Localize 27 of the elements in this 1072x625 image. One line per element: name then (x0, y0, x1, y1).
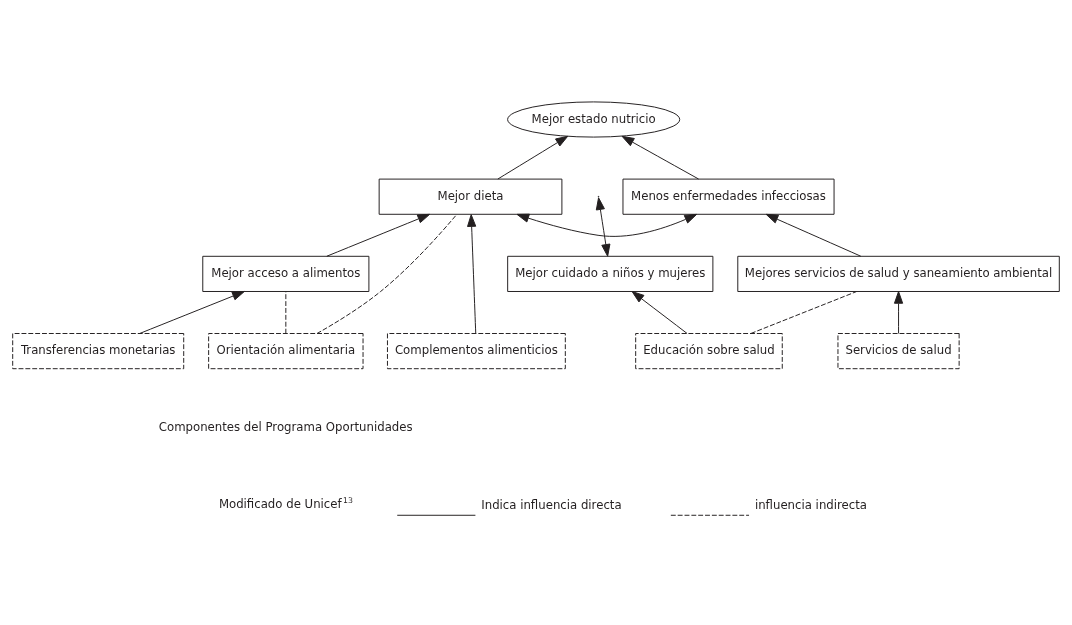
node-box: Orientación alimentaria (208, 333, 364, 370)
arrow (893, 291, 904, 334)
node-box: Educación sobre salud (635, 333, 783, 370)
node-box: Mejores servicios de salud y saneamiento ambiental (737, 255, 1060, 292)
legend-label: influencia indirecta (754, 498, 868, 513)
arrow (497, 135, 569, 180)
connector (750, 291, 858, 334)
node-box: Mejor dieta (378, 178, 563, 215)
node-box: Servicios de salud (837, 333, 960, 370)
label: Modificado de Unicef$^{13}$ (218, 496, 353, 511)
node-box: Complementos alimenticios (386, 333, 566, 370)
arrow (467, 214, 477, 334)
node-box: Transferencias monetarias (12, 333, 185, 370)
node-box: Mejor acceso a alimentos (202, 255, 370, 292)
legend-label: Indica influencia directa (481, 498, 622, 513)
connector (285, 291, 287, 334)
node-box: Menos enfermedades infecciosas (622, 178, 835, 215)
arrow (631, 291, 688, 334)
arrow (516, 213, 698, 237)
label: Componentes del Programa Oportunidades (158, 420, 413, 435)
node-box: Mejor cuidado a niños y mujeres (507, 255, 714, 292)
arrow (326, 213, 431, 257)
arrow (765, 213, 862, 257)
connector (316, 214, 458, 334)
arrow (139, 291, 245, 334)
arrow (621, 135, 700, 180)
node-ellipse: Mejor estado nutricio (507, 101, 681, 138)
